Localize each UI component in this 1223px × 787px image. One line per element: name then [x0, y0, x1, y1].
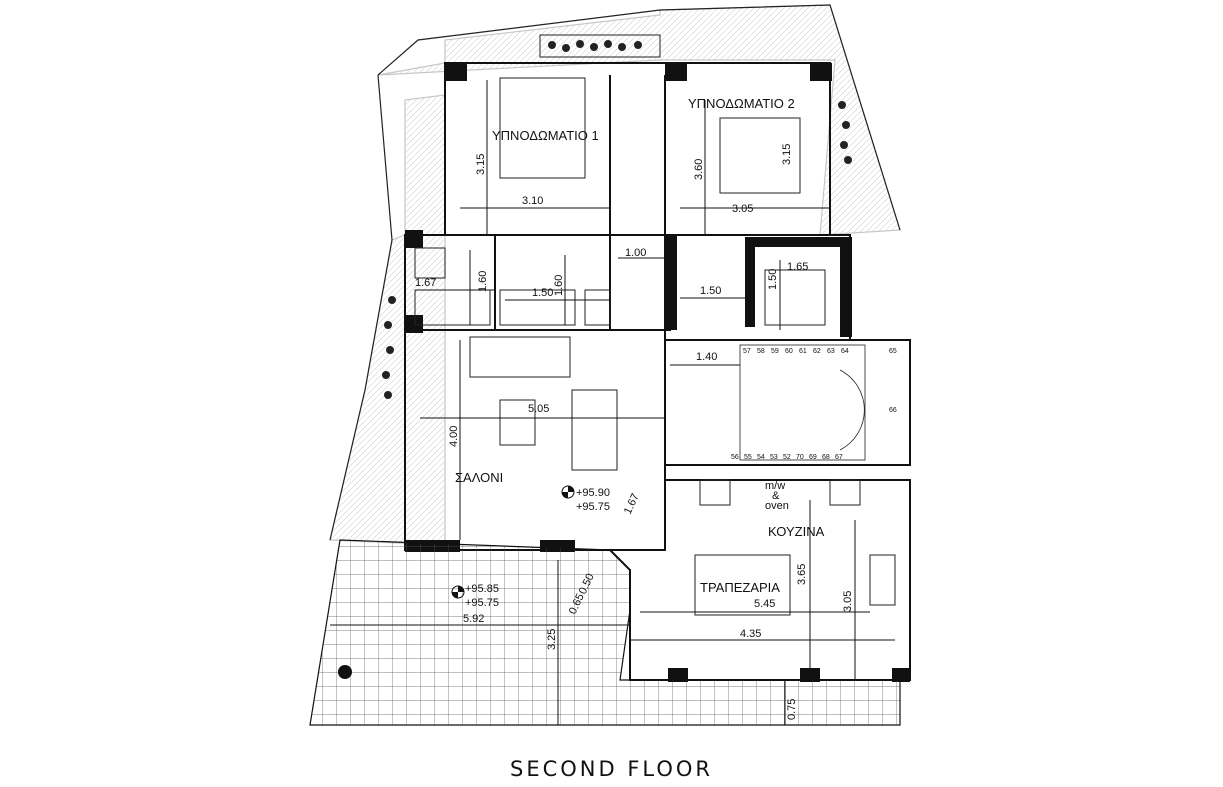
planters [382, 34, 852, 399]
stair-number: 67 [835, 454, 843, 461]
stair-number: 52 [783, 454, 791, 461]
dim-wc1-height: 1.60 [477, 271, 489, 292]
appliance-label-line-3: oven [765, 500, 789, 512]
room-label-kitchen: ΚΟΥΖΙΝΑ [768, 524, 825, 539]
stair-number: 64 [841, 348, 849, 355]
stair-number: 53 [770, 454, 778, 461]
level-terrace-top: +95.85 [465, 583, 499, 595]
dim-kitchen-width: 4.35 [740, 628, 761, 640]
stair-number-right: 66 [889, 407, 897, 414]
dim-lift-width: 1.65 [787, 261, 808, 273]
level-marker-living [561, 485, 575, 499]
dim-bath-width: 1.50 [532, 287, 553, 299]
dim-living-height: 4.00 [448, 426, 460, 447]
stair-number: 70 [796, 454, 804, 461]
dim-bed2-height: 3.15 [781, 144, 793, 165]
stair-number: 57 [743, 348, 751, 355]
stair-numbers-top: 57 58 59 60 61 62 63 64 [743, 348, 849, 355]
stair-number: 58 [757, 348, 765, 355]
level-living-top: +95.90 [576, 487, 610, 499]
stair-number-top-right: 65 [889, 348, 897, 355]
room-label-dining: ΤΡΑΠΕΖΑΡΙΑ [700, 580, 780, 595]
stair-numbers-bottom: 56 55 54 53 52 70 69 68 67 [731, 454, 843, 461]
dim-wc1-width: 1.67 [415, 277, 436, 289]
stair-number: 62 [813, 348, 821, 355]
stairs [739, 344, 866, 461]
level-living-bottom: +95.75 [576, 501, 610, 513]
site-outline [329, 4, 901, 546]
terrace [309, 539, 901, 726]
dim-diagonal: 1.67 [622, 492, 642, 516]
stair-number: 61 [799, 348, 807, 355]
room-label-bedroom-2: ΥΠΝΟΔΩΜΑΤΙΟ 2 [688, 96, 795, 111]
dimension-lines [330, 80, 895, 725]
dim-bed1-height: 3.15 [475, 154, 487, 175]
dim-hall-height: 3.60 [693, 159, 705, 180]
appliance-label-line-1: m/w [765, 480, 785, 492]
stair-number: 69 [809, 454, 817, 461]
dim-dining-width: 5.45 [754, 598, 775, 610]
dim-terrace-width: 5.92 [463, 613, 484, 625]
dim-bed2-width: 3.05 [732, 203, 753, 215]
dim-lobby-width: 1.50 [700, 285, 721, 297]
dim-bath-height: 1.60 [553, 275, 565, 296]
dim-0-75: 0.75 [786, 699, 798, 720]
stair-number: 55 [744, 454, 752, 461]
appliance-label-line-2: & [772, 490, 780, 502]
dim-hall-width: 1.00 [625, 247, 646, 259]
dim-kitchen-height: 3.65 [796, 564, 808, 585]
level-marker-terrace [451, 585, 465, 599]
furniture [414, 77, 896, 616]
dim-lift-height: 1.50 [767, 269, 779, 290]
dim-terrace-height: 3.25 [546, 629, 558, 650]
stair-number: 56 [731, 454, 739, 461]
level-terrace-bottom: +95.75 [465, 597, 499, 609]
room-label-bedroom-1: ΥΠΝΟΔΩΜΑΤΙΟ 1 [492, 128, 599, 143]
dim-living-width: 5.05 [528, 403, 549, 415]
stair-number: 54 [757, 454, 765, 461]
stair-number: 59 [771, 348, 779, 355]
dim-bed1-width: 3.10 [522, 195, 543, 207]
floor-title: SECOND FLOOR [509, 757, 714, 781]
dim-kitchen-inner-height: 3.05 [842, 591, 854, 612]
stair-number: 60 [785, 348, 793, 355]
room-label-living: ΣΑΛΟΝΙ [455, 470, 503, 485]
stair-number: 68 [822, 454, 830, 461]
stair-number: 63 [827, 348, 835, 355]
dim-stair-width: 1.40 [696, 351, 717, 363]
